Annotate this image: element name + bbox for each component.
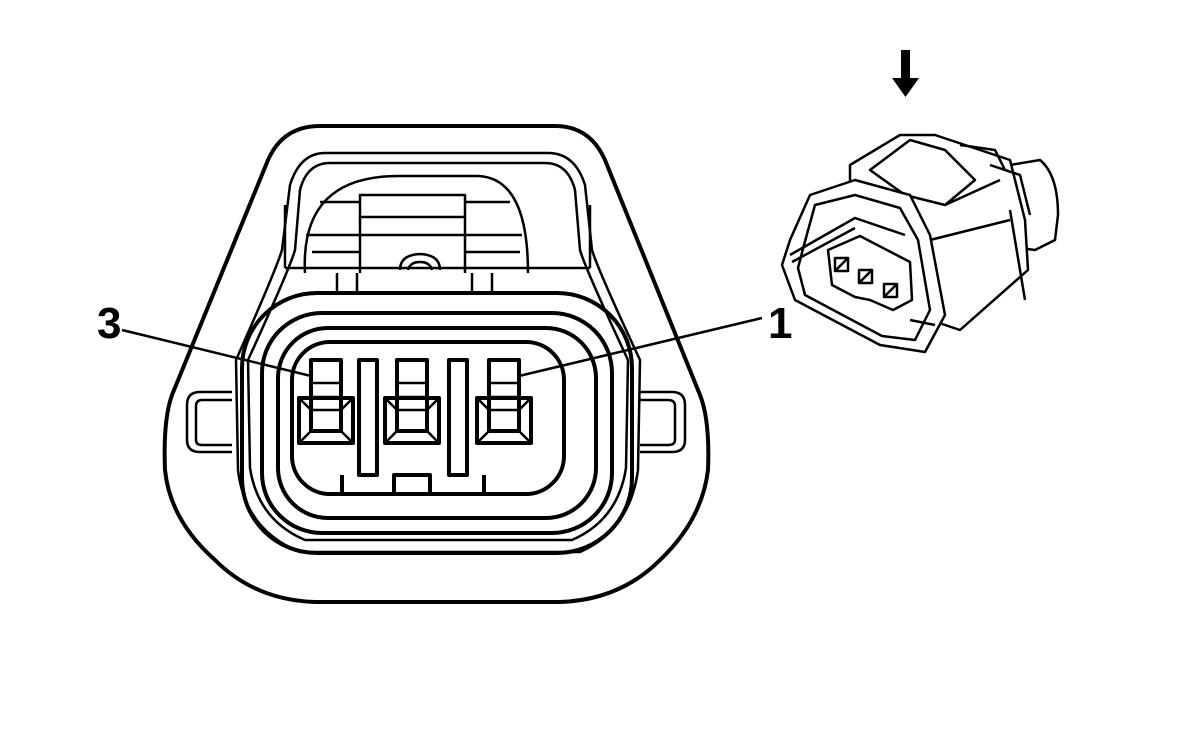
front-frame-inner — [796, 193, 932, 342]
latch-block — [358, 193, 467, 219]
pin-separator — [357, 358, 379, 477]
housing-top-details — [868, 138, 1032, 301]
pin-1-terminal — [475, 358, 533, 445]
connector-perspective-view — [780, 50, 1060, 354]
left-side-tab — [185, 390, 232, 454]
pin-3-leader-line — [121, 328, 312, 378]
arrow-down-icon — [892, 50, 919, 97]
perspective-pin-slot — [882, 282, 899, 299]
top-latch-frame — [283, 205, 592, 270]
slot-diagonals — [834, 257, 898, 298]
pin-3-label: 3 — [97, 299, 121, 348]
pin-1-leader-line — [518, 316, 763, 378]
front-rails — [789, 216, 1011, 327]
pin-separator — [447, 358, 469, 477]
perspective-pin-slot — [833, 256, 850, 273]
mating-shell — [260, 311, 614, 535]
housing-inner-ring — [234, 151, 642, 554]
housing-inner-ring-2 — [246, 161, 630, 542]
top-latch-dome — [303, 174, 530, 274]
connector-face-view: 3 1 — [97, 124, 792, 604]
perspective-pin-slot — [857, 268, 874, 285]
mating-shell-inner — [276, 326, 598, 520]
latch-ribs — [306, 200, 522, 295]
connector-outer-housing — [162, 124, 711, 604]
pin-2-terminal — [383, 358, 441, 445]
cavity-keys — [340, 473, 486, 494]
pin-3-terminal — [297, 358, 355, 445]
pin-1-label: 1 — [768, 299, 792, 348]
right-side-tab — [640, 390, 687, 454]
mating-shell-outer — [240, 291, 634, 555]
latch-screw — [398, 252, 442, 271]
